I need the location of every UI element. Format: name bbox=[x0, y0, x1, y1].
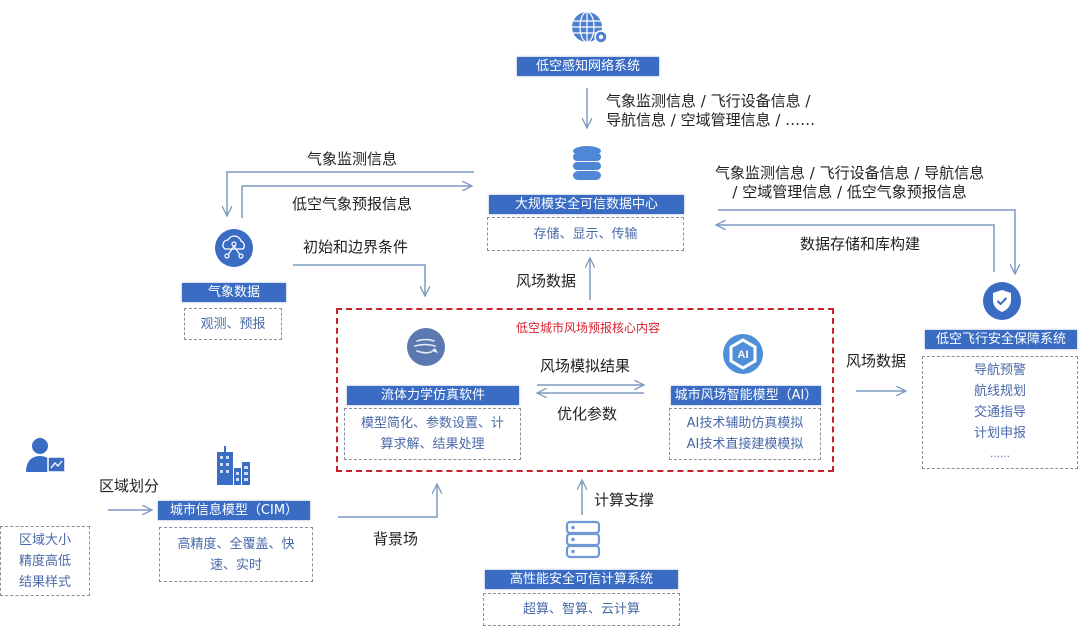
safety-item: 航线规划 bbox=[973, 384, 1026, 399]
edge-label-user-to-cim: 区域划分 bbox=[99, 477, 160, 495]
safety-item: 计划申报 bbox=[973, 426, 1026, 441]
edge-label-cim-to-core: 背景场 bbox=[373, 530, 419, 548]
wind-flow-icon bbox=[406, 327, 446, 367]
edge-label-center-to-safety: 气象监测信息 / 飞行设备信息 / 导航信息 / 空域管理信息 / 低空气象预报… bbox=[715, 164, 985, 201]
edge-center-to-safety bbox=[718, 209, 1015, 274]
safety-item: …… bbox=[990, 449, 1010, 460]
globe-icon bbox=[570, 10, 610, 46]
safety-item: 导航预警 bbox=[973, 363, 1026, 378]
data-center-title: 大规模安全可信数据中心 bbox=[489, 195, 684, 214]
hpc-title: 高性能安全可信计算系统 bbox=[485, 570, 678, 589]
edge-weather-to-core bbox=[293, 264, 425, 296]
cloud-network-icon bbox=[214, 228, 254, 268]
cim-title: 城市信息模型（CIM） bbox=[158, 501, 310, 520]
edge-cim-to-core bbox=[338, 484, 437, 518]
edge-label-sensing-to-center: 气象监测信息 / 飞行设备信息 / 导航信息 / 空域管理信息 / …… bbox=[606, 92, 816, 129]
buildings-icon bbox=[214, 444, 252, 486]
data-center-detail: 存储、显示、传输 bbox=[487, 217, 684, 251]
safety-system-detail: 导航预警 航线规划 交通指导 计划申报 …… bbox=[922, 356, 1078, 469]
edge-safety-to-center bbox=[716, 225, 995, 272]
ai-model-detail: AI技术辅助仿真模拟 AI技术直接建模模拟 bbox=[669, 408, 821, 460]
safety-item: 交通指导 bbox=[973, 405, 1026, 420]
user-requirements-detail: 区域大小 精度高低 结果样式 bbox=[0, 526, 90, 596]
svg-text:AI: AI bbox=[738, 349, 749, 361]
weather-data-title: 气象数据 bbox=[182, 283, 286, 302]
edge-label-cfd-to-ai: 风场模拟结果 bbox=[540, 357, 631, 375]
edge-label-center-to-weather: 气象监测信息 bbox=[307, 150, 398, 168]
cim-detail: 高精度、全覆盖、快 速、实时 bbox=[159, 527, 313, 582]
database-icon bbox=[570, 145, 604, 185]
edge-center-to-weather bbox=[227, 171, 474, 216]
edge-label-core-to-safety: 风场数据 bbox=[846, 352, 907, 370]
ai-model-title: 城市风场智能模型（AI） bbox=[671, 386, 821, 405]
hpc-detail: 超算、智算、云计算 bbox=[483, 593, 680, 626]
cfd-software-title: 流体力学仿真软件 bbox=[347, 386, 519, 405]
edge-weather-to-center bbox=[241, 186, 472, 218]
edge-label-core-to-center: 风场数据 bbox=[516, 272, 577, 290]
core-content-title: 低空城市风场预报核心内容 bbox=[516, 321, 661, 335]
edge-label-safety-to-center: 数据存储和库构建 bbox=[800, 235, 921, 253]
edge-label-ai-to-cfd: 优化参数 bbox=[557, 405, 618, 423]
edge-label-weather-to-core: 初始和边界条件 bbox=[303, 238, 409, 256]
cfd-software-detail: 模型简化、参数设置、计 算求解、结果处理 bbox=[344, 408, 521, 460]
ai-chip-icon: AI bbox=[722, 333, 764, 375]
core-content-frame bbox=[336, 308, 834, 472]
edge-label-hpc-to-core: 计算支撑 bbox=[594, 491, 655, 509]
sensing-network-title: 低空感知网络系统 bbox=[517, 57, 659, 76]
user-chart-icon bbox=[24, 436, 68, 476]
shield-check-icon bbox=[982, 281, 1022, 321]
edge-label-weather-to-center: 低空气象预报信息 bbox=[292, 195, 413, 213]
safety-system-title: 低空飞行安全保障系统 bbox=[925, 330, 1077, 349]
weather-data-detail: 观测、预报 bbox=[184, 308, 282, 340]
server-icon bbox=[563, 520, 603, 560]
